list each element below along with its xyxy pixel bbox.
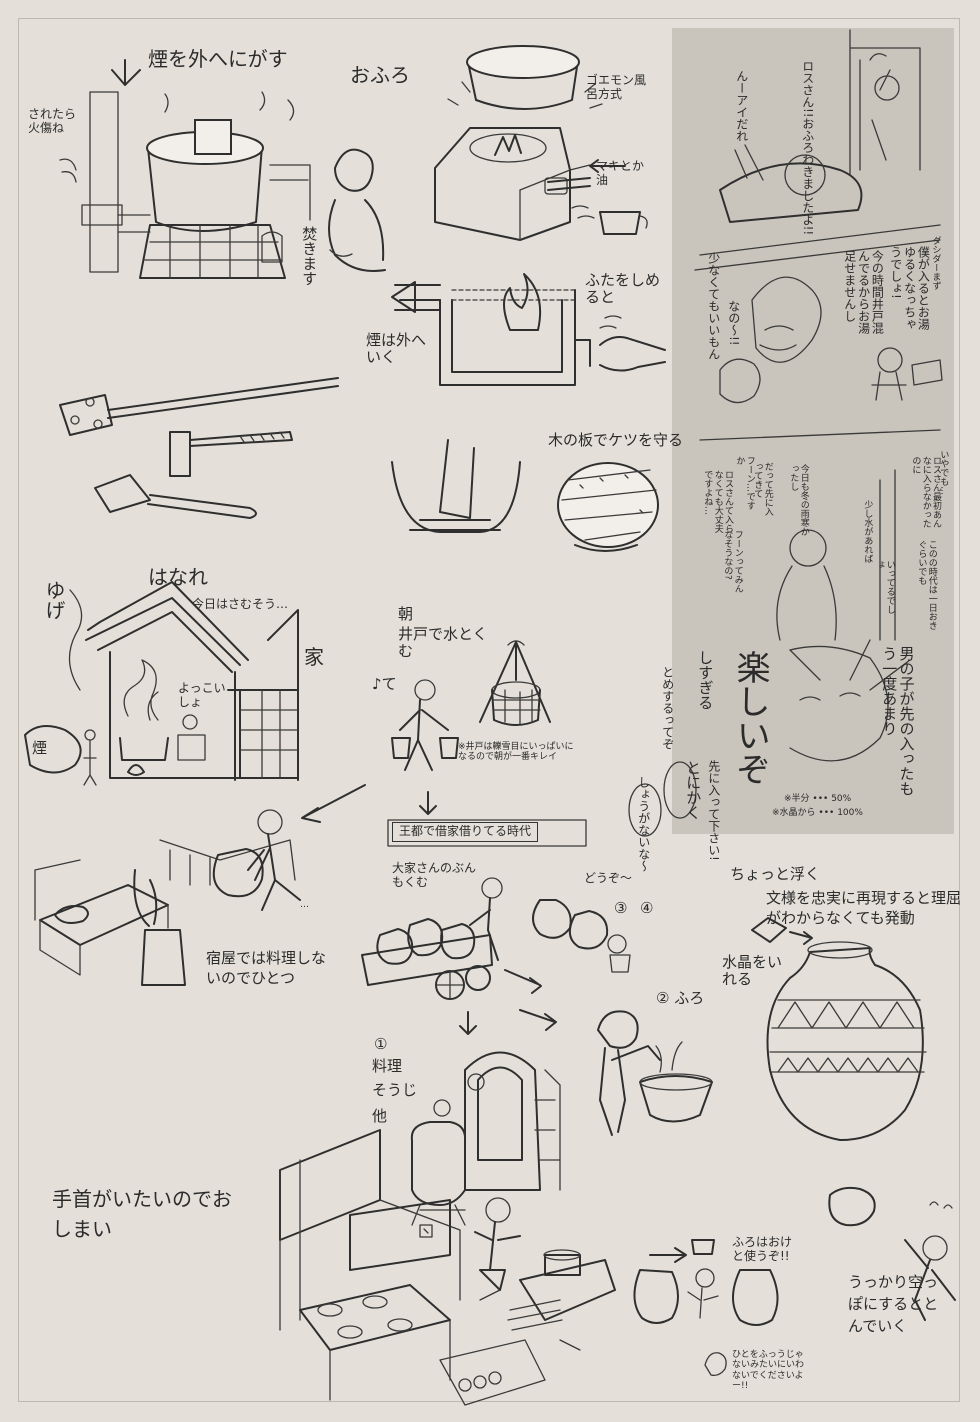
hanare-label: はなれ xyxy=(148,565,208,589)
comic-vtext-4: 先に入って下さい! xyxy=(706,760,721,861)
douzo-label: どうぞ〜 xyxy=(584,871,633,885)
ukkari-label: うっかり空っぽにするととんでいく xyxy=(848,1273,939,1335)
comic-vtext-5: しょうがないな〜 xyxy=(636,776,651,872)
kyou-wa-label: 今日はさむそう… xyxy=(192,597,289,611)
goemon-label: ゴエモン風呂方式 xyxy=(586,73,647,101)
comic-vtext-6: 男の子が先の入ったもう一度あまり xyxy=(880,646,916,796)
comic-vtext-2: しすぎる xyxy=(696,650,715,710)
comic-bubble-11: だって先に入ってきて xyxy=(752,462,773,516)
comic-bubble-1: ロスさん!!おふろわきましたよ!! xyxy=(800,60,815,236)
comic-bubble-15: 少し水があれば xyxy=(862,500,873,563)
comic-bubble-7: なの〜!! xyxy=(726,300,741,346)
yokkoisho-label: よっこいしょ xyxy=(178,681,226,709)
souji-label: そうじ xyxy=(372,1081,418,1099)
cart-drawing xyxy=(361,877,631,1035)
lid-close-label: ふたをしめると xyxy=(585,271,661,307)
maki-label: マキとか油 xyxy=(596,159,645,187)
comic-bubble-8: いやでも… xyxy=(938,450,949,495)
burn-note-label: されたら火傷ね xyxy=(28,107,77,135)
comic-bubble-6: 少なくてもいいもん xyxy=(706,252,721,360)
comic-big-kanji: 楽しいぞ xyxy=(730,650,771,786)
jidai-label: 王都で借家借りてる時代 xyxy=(392,822,539,842)
room-drawing xyxy=(34,784,366,986)
comic-bubble-9: ロスさん最初あんなに入らなかったのに xyxy=(910,456,942,528)
comic-bubble-4: 僕が入るとお湯ゆるくなっちゃうでしょ! xyxy=(888,246,931,330)
fire-tending-label: 焚きます xyxy=(300,226,319,286)
comic-bubble-13: フーンってみんなそうなの? xyxy=(722,530,743,593)
comic-bubble-14: ロスさんて入らなくても大丈夫ですよね… xyxy=(702,470,734,533)
comic-bubble-16: このの時代は一日おきぐらいでも xyxy=(916,540,937,630)
chotto-label: ちょっと浮く xyxy=(730,865,821,883)
step-4-label: ④ xyxy=(640,899,654,917)
comic-bubble-10: 今日も冬の雨寒かったし xyxy=(788,464,809,536)
flying-jar-drawing xyxy=(633,1186,956,1377)
asa-label: 朝 xyxy=(398,605,414,623)
step-1-label: ① xyxy=(374,1035,388,1053)
bottom-note-label: ひとをふっうじゃないみたいにいわないでくださいよー!! xyxy=(732,1350,805,1392)
ryouri-label: 料理 xyxy=(372,1057,403,1075)
comic-bubble-3: ダシダーまず xyxy=(930,236,941,290)
moyou-label: 文様を忠実に再現すると理屈がわからなくても発動 xyxy=(766,889,962,928)
house-drawing xyxy=(24,581,299,786)
comic-bubble-17: いってるでしょ xyxy=(874,560,895,614)
step-2-furo-label: ② ふろ xyxy=(656,989,705,1007)
page-frame xyxy=(18,18,960,1402)
comic-bubble-5: 今の時間井戸混んでるからお湯足せませんし xyxy=(842,250,885,334)
kitchen-drawing xyxy=(279,1051,616,1406)
comic-figures xyxy=(628,29,943,837)
bath-stove-drawing xyxy=(59,59,386,279)
furo-oke-label: ふろはおけと使うぞ!! xyxy=(732,1235,793,1263)
tub-board-drawing xyxy=(391,439,659,552)
yadoya-label: 宿屋では料理しないのでひとつ xyxy=(206,949,327,988)
smoke-out-label: 煙を外へにがす xyxy=(148,47,288,71)
yuge-label: ゆげ xyxy=(42,580,66,620)
smoke-pipe-diagram xyxy=(391,273,666,386)
comic-pct-2: ※水晶から ••• 100% xyxy=(772,808,863,818)
comic-bubble-12: フーン…ですか xyxy=(734,456,755,510)
step-3-label: ③ xyxy=(614,899,628,917)
ofuro-label: おふろ xyxy=(350,63,410,87)
furo-pour-drawing xyxy=(597,1010,713,1136)
music-note-label: ♪て xyxy=(372,675,397,693)
suishou-label: 水晶をいれる xyxy=(722,953,783,989)
goemon-bath-drawing xyxy=(434,45,648,241)
tekubi-label: 手首がいたいのでおしまい xyxy=(52,1187,232,1241)
comic-vtext-3: とにかく xyxy=(684,760,703,820)
ido-note-label: ※井戸は轢雪目にいっぱいになるので朝が一番キレイ xyxy=(458,742,574,763)
bath-tools-drawing xyxy=(59,377,339,519)
comic-pct-1: ※半分 ••• 50% xyxy=(784,794,852,804)
well-drawing xyxy=(387,640,587,847)
wood-board-label: 木の板でケツを守る xyxy=(548,431,684,449)
ooya-label: 大家さんのぶんもくむ xyxy=(392,861,477,889)
ie-label: 家 xyxy=(304,645,324,669)
ido-label: 井戸で水とくむ xyxy=(398,625,488,661)
comic-vtext-1: とめするってぞ xyxy=(660,666,675,750)
magic-jar-drawing xyxy=(751,917,927,1141)
hoka-label: 他 xyxy=(372,1107,388,1125)
comic-bubble-2: んーアイだれ xyxy=(734,70,749,142)
kemuri-label: 煙 xyxy=(32,739,48,757)
smoke-v-label: 煙は外へいく xyxy=(366,331,427,367)
ellipsis-label: … xyxy=(300,900,309,910)
